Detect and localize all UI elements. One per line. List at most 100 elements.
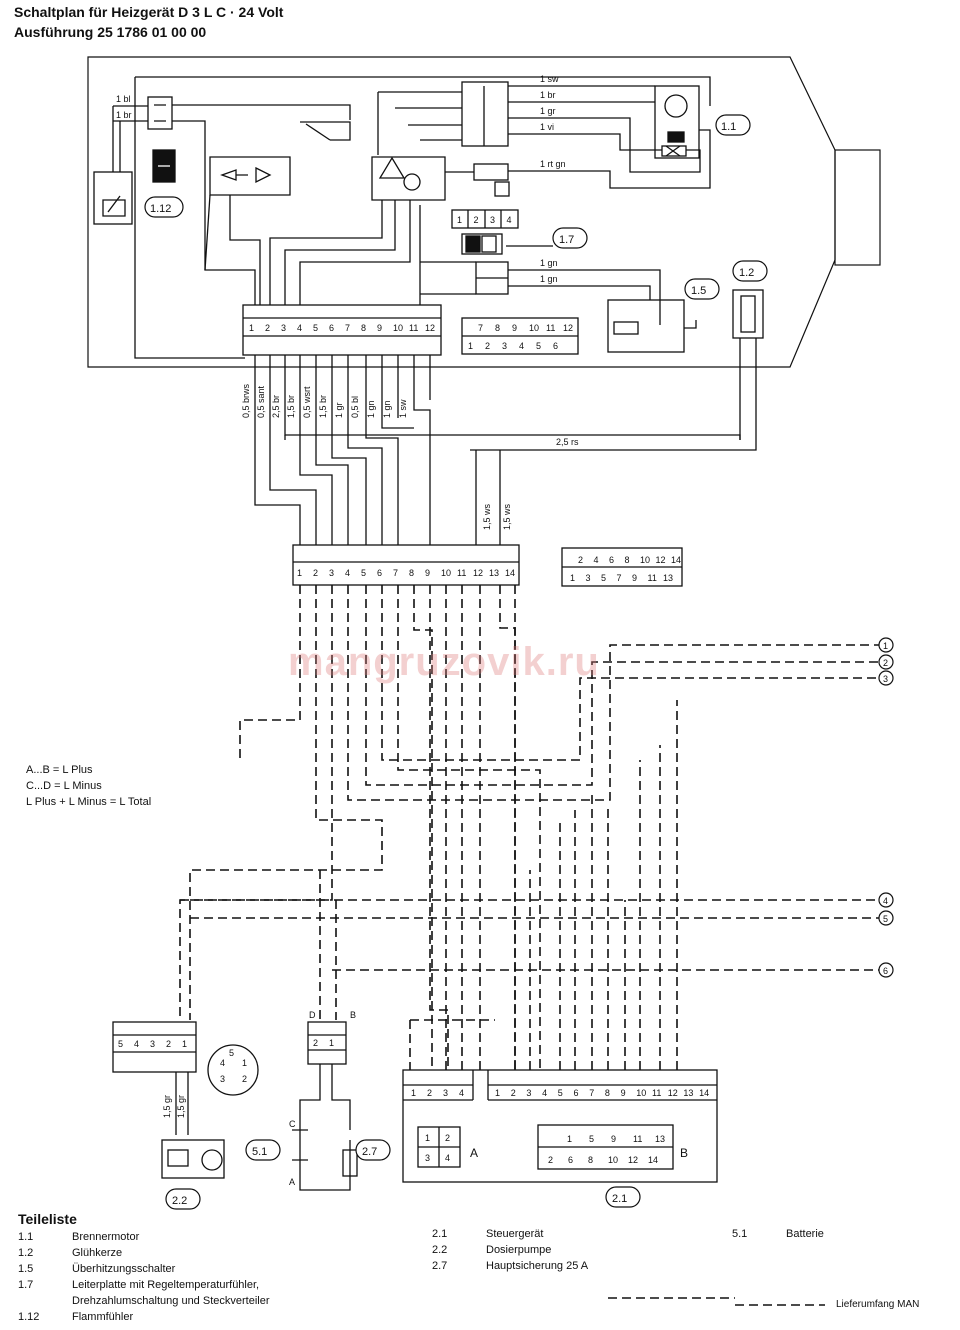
ctrl-b-pin: 7 [589, 1088, 594, 1098]
vertical-wire-label: 1 sw [398, 399, 408, 418]
connector-block-top [461, 81, 509, 147]
plug-1 [242, 304, 442, 356]
plug-1b-pin-top: 8 [495, 323, 500, 333]
plug-2-pin: 11 [457, 568, 466, 578]
wire-label-main: 2,5 rs [556, 437, 579, 447]
ext-3 [878, 670, 894, 686]
part-name: Überhitzungsschalter [72, 1263, 176, 1275]
motor-icon [664, 94, 688, 118]
badge-2-7 [355, 1139, 391, 1161]
ext-label-6: 6 [883, 966, 888, 976]
plug-4-d: D [309, 1010, 316, 1020]
ctrl-b-box-pin-bottom: 10 [608, 1155, 618, 1165]
plug-3-pin: 5 [118, 1039, 123, 1049]
plug-2-pin: 10 [441, 568, 451, 578]
plug-2-pin: 14 [505, 568, 515, 578]
ctrl-a-box-pin: 2 [445, 1133, 450, 1143]
badge-1-5 [684, 278, 720, 300]
ctrl-b-pin: 13 [683, 1088, 693, 1098]
ctrl-b-box-pin-top: 11 [633, 1134, 642, 1144]
dosing-pump [161, 1139, 225, 1179]
plug-4 [307, 1021, 347, 1065]
ext-label-5: 5 [883, 914, 888, 924]
aux-pin-top: 12 [656, 555, 666, 565]
badge-1-7 [552, 227, 588, 249]
wire-label-1rtgn: 1 rt gn [540, 159, 566, 169]
plug-2-pin: 2 [313, 568, 318, 578]
overheat-switch [607, 299, 685, 353]
plug-1-pin: 1 [249, 323, 254, 333]
plug-1-pin: 6 [329, 323, 334, 333]
plug-1b-pin-top: 7 [478, 323, 483, 333]
label-2-2: 2.2 [172, 1195, 187, 1207]
plug-1b-pin-bottom: 3 [502, 341, 507, 351]
part-number: 1.1 [18, 1231, 34, 1243]
wire-label-1br-2: 1 br [540, 90, 556, 100]
plug-4-a: A [289, 1177, 295, 1187]
plug-1-pin: 3 [281, 323, 286, 333]
plug-1-pin: 12 [425, 323, 435, 333]
ext-label-1: 1 [883, 641, 888, 651]
ctrl-b-pin: 4 [542, 1088, 547, 1098]
part-number: 5.1 [732, 1228, 748, 1240]
ext-4 [878, 892, 894, 908]
ctrl-b-pin: 6 [574, 1088, 579, 1098]
part-name: Flammfühler [72, 1311, 134, 1323]
plug-2-pin: 9 [425, 568, 430, 578]
ws-wire-label: 1,5 ws [502, 503, 512, 530]
plug-3-pin: 2 [166, 1039, 171, 1049]
plug-4-c: C [289, 1119, 296, 1129]
note-plus: A...B = L Plus [26, 764, 93, 776]
plug-1-pin: 7 [345, 323, 350, 333]
ctrl-b-box-pin-top: 5 [589, 1134, 594, 1144]
label-2-1: 2.1 [612, 1193, 627, 1205]
part-number: 1.5 [18, 1263, 34, 1275]
part-number: 2.1 [432, 1228, 448, 1240]
ctrl-b-pin: 5 [558, 1088, 563, 1098]
page-subtitle: Ausführung 25 1786 01 00 00 [14, 24, 207, 40]
badge-2-1 [605, 1186, 641, 1208]
pump-wire-label: 1,5 gr [176, 1095, 186, 1118]
ctrl-b-pin: 9 [621, 1088, 626, 1098]
aux-pin-top: 8 [625, 555, 630, 565]
burner-motor-box [654, 85, 700, 159]
round-pin: 4 [220, 1058, 225, 1068]
plug-3-pin: 1 [182, 1039, 187, 1049]
control-unit [402, 1069, 718, 1183]
aux-pin-top: 2 [578, 555, 583, 565]
ctrl-label-a: A [470, 1146, 478, 1160]
ext-5 [878, 910, 894, 926]
plug-2-pin: 4 [345, 568, 350, 578]
ctrl-a-pin: 4 [459, 1088, 464, 1098]
plug-3-pin: 3 [150, 1039, 155, 1049]
part-number: 1.7 [18, 1279, 34, 1291]
plug-1-pin: 11 [409, 323, 418, 333]
aux-pin-bottom: 7 [617, 573, 622, 583]
ctrl-a-pin: 2 [427, 1088, 432, 1098]
fuse [342, 1149, 358, 1177]
plug-2-pin: 12 [473, 568, 483, 578]
round-connector [207, 1044, 259, 1096]
ws-wire-label: 1,5 ws [482, 503, 492, 530]
ctrl-b-pin: 10 [636, 1088, 646, 1098]
ctrl-b-box-pin-bottom: 2 [548, 1155, 553, 1165]
glow-plug [732, 289, 764, 339]
aux-pin-bottom: 11 [648, 573, 657, 583]
vertical-wire-label: 1 gr [334, 402, 344, 418]
wire-label-1vi: 1 vi [540, 122, 554, 132]
label-1-12: 1.12 [150, 203, 171, 215]
plug-1b-pin-top: 11 [546, 323, 555, 333]
connector-block-mid [473, 163, 509, 181]
vertical-wire-label: 0,5 sant [256, 385, 266, 418]
part-name: Steuergerät [486, 1228, 544, 1240]
vertical-wire-label: 0,5 bl [350, 396, 360, 418]
heater-outlet [834, 149, 881, 266]
label-1-1: 1.1 [721, 121, 736, 133]
badge-1-2 [732, 260, 768, 282]
ctrl-b-pin: 11 [652, 1088, 661, 1098]
ctrl-b-pin: 1 [495, 1088, 500, 1098]
board-pin: 1 [457, 215, 462, 225]
vertical-wire-label: 1,5 br [318, 395, 328, 418]
label-5-1: 5.1 [252, 1146, 267, 1158]
part-name: Brennermotor [72, 1231, 140, 1243]
